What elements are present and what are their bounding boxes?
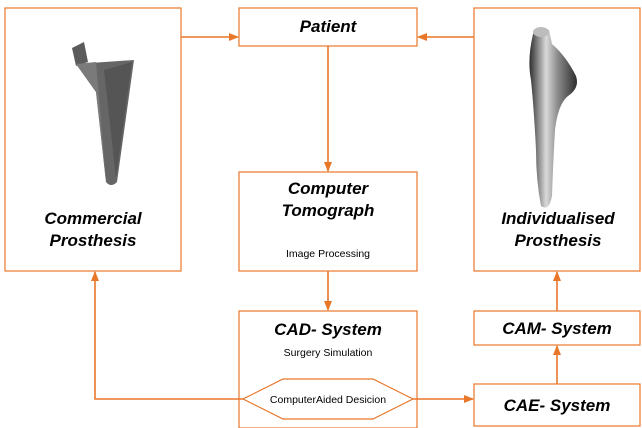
- commercial-title-line1: Commercial: [44, 209, 143, 228]
- cad-title: CAD- System: [274, 320, 382, 339]
- individualised-prosthesis-box: Individualised Prosthesis: [473, 7, 641, 272]
- commercial-prosthesis-box: Commercial Prosthesis: [4, 7, 182, 272]
- decision-label: ComputerAided Desicion: [270, 394, 386, 406]
- cam-title: CAM- System: [502, 319, 612, 338]
- commercial-title-line2: Prosthesis: [50, 231, 137, 250]
- ct-title-line1: Computer: [288, 179, 370, 198]
- cam-system-box: CAM- System: [473, 310, 641, 346]
- patient-title: Patient: [300, 17, 358, 36]
- ct-subtitle: Image Processing: [286, 248, 370, 260]
- commercial-stem-image: [72, 42, 134, 185]
- cae-title: CAE- System: [504, 396, 611, 415]
- individualised-title-line2: Prosthesis: [515, 231, 602, 250]
- cae-system-box: CAE- System: [473, 383, 641, 427]
- individualised-title-line1: Individualised: [501, 209, 615, 228]
- computer-tomograph-box: Computer Tomograph Image Processing: [238, 171, 418, 272]
- ct-title-line2: Tomograph: [282, 201, 375, 220]
- cad-subtitle: Surgery Simulation: [284, 347, 373, 359]
- arrow-decision-to-commercial: [91, 271, 243, 400]
- decision-diamond: ComputerAided Desicion: [241, 378, 415, 420]
- patient-box: Patient: [238, 7, 418, 47]
- custom-prosthesis-image: [529, 27, 577, 208]
